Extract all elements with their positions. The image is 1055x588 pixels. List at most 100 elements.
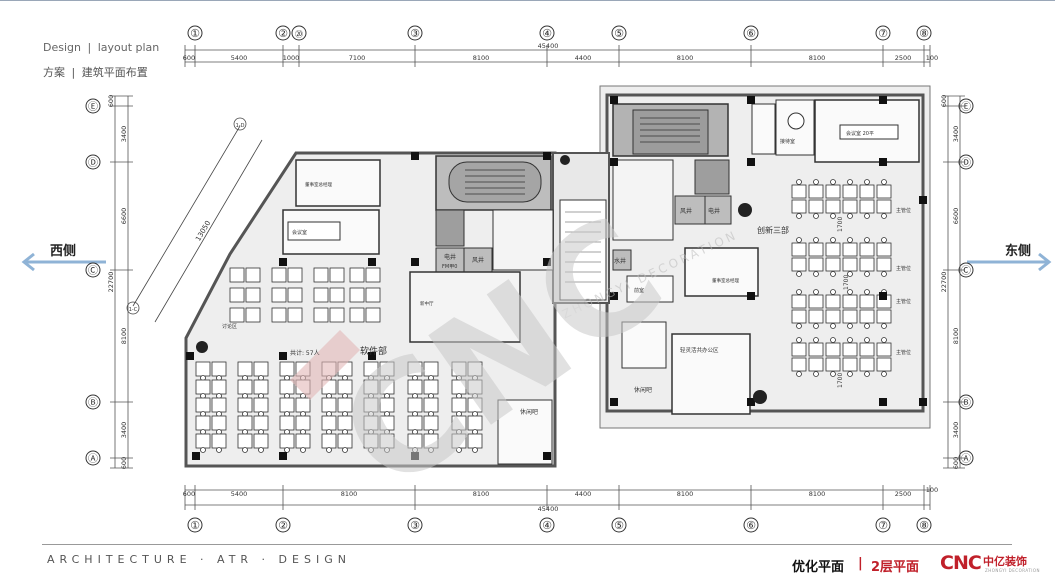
axis-bubble: Ⓓ [85, 154, 101, 170]
structural-column [192, 452, 200, 460]
dimension-chain-left [110, 95, 133, 469]
chair-icon [326, 447, 332, 453]
workstation [195, 397, 211, 413]
chair-icon [847, 237, 853, 243]
structural-column [879, 292, 887, 300]
chair-icon [864, 289, 870, 295]
dimension-chain-bottom [184, 485, 931, 510]
workstation [808, 294, 824, 309]
structural-column [543, 152, 551, 160]
workstation [859, 257, 875, 272]
water-shaft [612, 249, 632, 271]
workstation [808, 184, 824, 199]
chair-icon [847, 179, 853, 185]
header-sep-2: | [71, 66, 76, 79]
chair-icon [830, 289, 836, 295]
manager-office-east [684, 247, 759, 297]
workstation [237, 379, 253, 395]
dim-label: 600 [940, 95, 948, 107]
workstation [825, 294, 841, 309]
structural-column [543, 258, 551, 266]
axis-bubble: ⑥ [743, 517, 759, 533]
workstation [245, 287, 261, 303]
chair-icon [847, 213, 853, 219]
structural-column [919, 398, 927, 406]
dim-total: 45400 [538, 42, 559, 50]
dim-label: 8100 [120, 328, 128, 345]
workstation [253, 379, 269, 395]
dim-label: 1000 [283, 54, 300, 62]
column-axes-bottom: ① ② ③ ④ ⑤ ⑥ ⑦ ⑧ [187, 517, 932, 533]
central-stair [559, 199, 607, 301]
structural-column [411, 152, 419, 160]
chair-icon [830, 237, 836, 243]
workstation [825, 184, 841, 199]
chair-icon [881, 271, 887, 277]
label-supervisor: 主管位 [896, 298, 911, 305]
workstation [321, 433, 337, 449]
workstation [808, 199, 824, 214]
workstation [876, 199, 892, 214]
fan-shaft-west [463, 247, 493, 273]
axis-bubble: ① [187, 517, 203, 533]
row-axes-left: Ⓔ Ⓓ Ⓒ Ⓑ Ⓐ [85, 98, 101, 466]
chair-icon [813, 213, 819, 219]
axis-label: ⑦ [878, 27, 888, 40]
chair-icon [428, 447, 434, 453]
front-room [626, 275, 674, 303]
chair-icon [864, 371, 870, 377]
workstation [211, 379, 227, 395]
header-design: Design [43, 41, 81, 54]
chair-icon [864, 179, 870, 185]
dim-label: 8100 [677, 54, 694, 62]
structural-column [879, 398, 887, 406]
workstation [808, 309, 824, 324]
workstation [245, 267, 261, 283]
workstation [287, 307, 303, 323]
label-software-total: 共计: 57人 [290, 349, 320, 357]
axis-bubble: ⑤ [611, 25, 627, 41]
axis-label: Ⓒ [961, 265, 971, 277]
brand-name: 中亿装饰 [983, 555, 1027, 568]
label-dim-1700: 1700 [843, 275, 850, 290]
axis-bubble: ② [275, 25, 291, 41]
workstation [195, 361, 211, 377]
label-lounge-east: 休闲吧 [634, 386, 652, 394]
axis-bubble: Ⓒ [85, 262, 101, 278]
axis-label: ① [190, 519, 200, 532]
brand-sub: ZHONGYI DECORATION [985, 568, 1041, 573]
chair-icon [881, 323, 887, 329]
workstation [271, 307, 287, 323]
chair-icon [456, 447, 462, 453]
workstation [211, 397, 227, 413]
dimension-text-top: 45400 600 5400 1000 7100 8100 4400 8100 … [183, 42, 938, 62]
chair-icon [813, 237, 819, 243]
workstation [808, 242, 824, 257]
workstation [791, 342, 807, 357]
label-shared-office: 轻灵活共办公区 [680, 346, 719, 354]
footer-optimized-plan: 优化平面 [792, 560, 845, 575]
footer-rule [42, 544, 1012, 545]
workstation [365, 267, 381, 283]
chair-icon [796, 271, 802, 277]
restroom-east [612, 159, 674, 241]
dimension-chain-top [184, 45, 931, 67]
diag-axis-b: 1-C [129, 307, 138, 313]
workstation [237, 433, 253, 449]
workstation [859, 184, 875, 199]
workstation [329, 307, 345, 323]
axis-label: ③ [410, 27, 420, 40]
label-water-shaft: 水井 [614, 257, 626, 265]
chair-icon [342, 447, 348, 453]
chair-icon [813, 271, 819, 277]
label-elec-shaft: 电井 [444, 253, 456, 261]
header-line-en: Design | layout plan [43, 41, 159, 54]
axis-label: ④ [542, 27, 552, 40]
chair-icon [796, 289, 802, 295]
axis-label: ⑥ [746, 519, 756, 532]
top-border-line [0, 0, 1055, 1]
workstation [859, 199, 875, 214]
workstation [791, 199, 807, 214]
workstation [791, 184, 807, 199]
axis-bubble: ⑦ [875, 25, 891, 41]
